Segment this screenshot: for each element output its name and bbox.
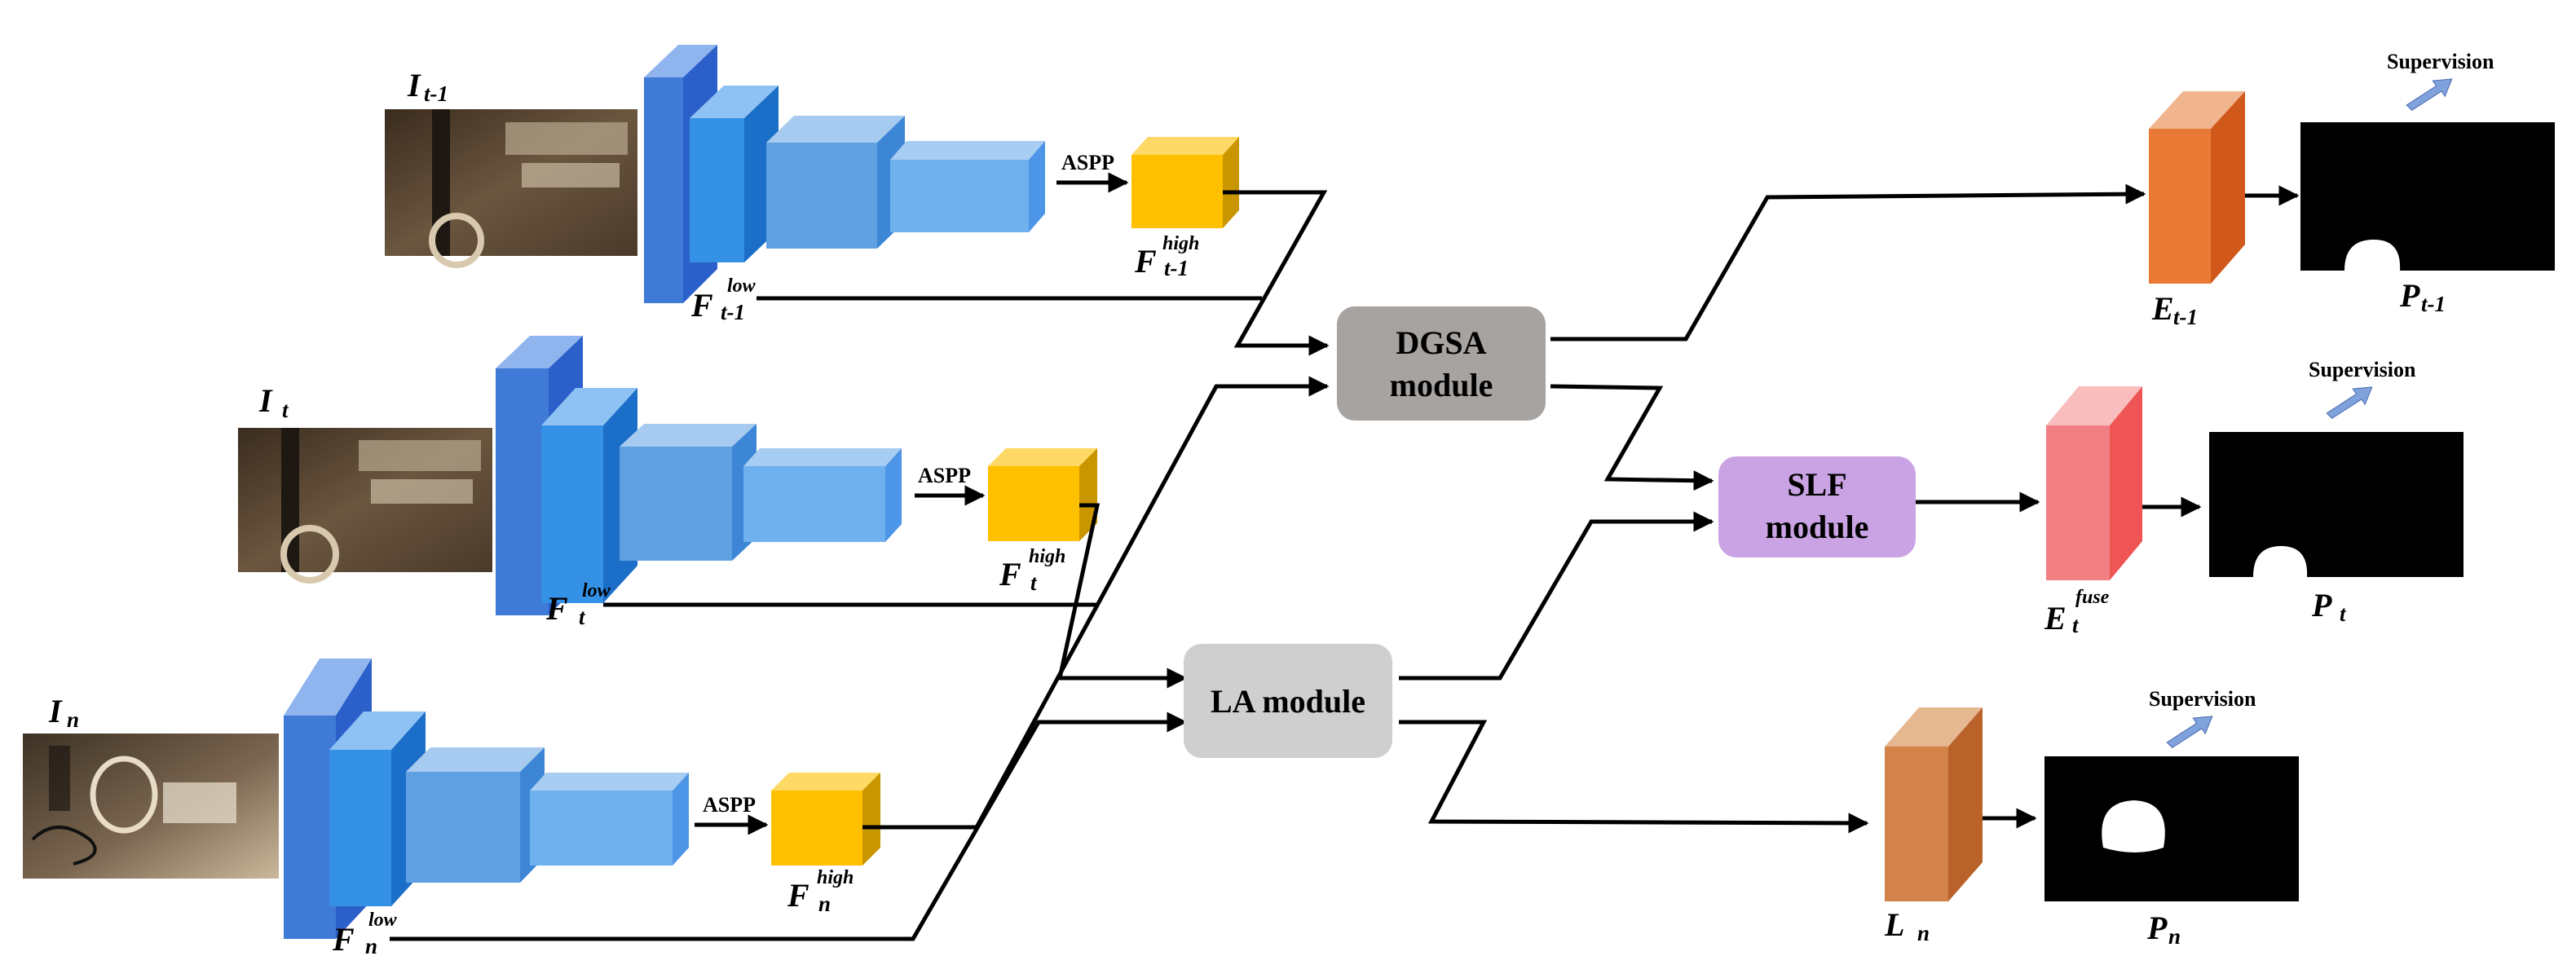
svg-text:n: n bbox=[67, 707, 79, 732]
svg-text:F: F bbox=[690, 287, 713, 324]
supervision-n: Supervision bbox=[2149, 687, 2256, 748]
svg-text:fuse: fuse bbox=[2075, 587, 2110, 608]
l-n-cube bbox=[1885, 707, 1983, 901]
svg-text:low: low bbox=[727, 275, 756, 297]
svg-text:t-1: t-1 bbox=[424, 82, 448, 106]
label-f-low-n: F low n bbox=[332, 910, 398, 958]
supervision-arrow-icon bbox=[2166, 716, 2213, 748]
svg-text:low: low bbox=[368, 910, 398, 931]
label-l-n: L n bbox=[1884, 906, 1930, 945]
svg-text:LA module: LA module bbox=[1211, 683, 1365, 720]
label-f-high-t-1: F high t-1 bbox=[1134, 233, 1199, 280]
label-p-n: P n bbox=[2146, 910, 2181, 949]
encoder-block-t-1 bbox=[644, 45, 1045, 303]
svg-text:ASPP: ASPP bbox=[918, 464, 971, 487]
svg-text:P: P bbox=[2146, 910, 2168, 946]
svg-text:SLF: SLF bbox=[1787, 466, 1846, 503]
svg-text:n: n bbox=[365, 934, 377, 958]
label-image-t: I t bbox=[258, 382, 289, 422]
aspp-arrow-t-1: ASPP bbox=[1056, 151, 1129, 193]
svg-text:I: I bbox=[258, 382, 273, 419]
svg-text:Supervision: Supervision bbox=[2149, 687, 2256, 711]
aspp-cube-n bbox=[771, 773, 880, 866]
svg-text:high: high bbox=[817, 867, 854, 888]
svg-text:module: module bbox=[1390, 367, 1493, 403]
svg-text:t-1: t-1 bbox=[2173, 305, 2198, 329]
label-f-low-t-1: F low t-1 bbox=[690, 275, 756, 324]
label-image-n: I n bbox=[48, 693, 79, 732]
svg-text:F: F bbox=[999, 556, 1021, 593]
slf-module: SLF module bbox=[1718, 456, 1916, 557]
label-f-high-t: F high t bbox=[999, 546, 1065, 595]
svg-text:L: L bbox=[1884, 906, 1904, 943]
input-image-t bbox=[238, 428, 492, 584]
svg-text:ASPP: ASPP bbox=[703, 793, 756, 817]
svg-text:Supervision: Supervision bbox=[2387, 50, 2494, 73]
svg-text:low: low bbox=[582, 580, 611, 601]
svg-text:t-1: t-1 bbox=[1164, 256, 1189, 280]
svg-text:high: high bbox=[1029, 546, 1065, 567]
svg-text:DGSA: DGSA bbox=[1396, 324, 1486, 361]
svg-text:ASPP: ASPP bbox=[1061, 151, 1114, 174]
input-image-t-1 bbox=[385, 109, 637, 268]
label-p-t: P t bbox=[2311, 587, 2347, 626]
svg-text:P: P bbox=[2399, 277, 2420, 314]
la-module: LA module bbox=[1184, 644, 1392, 758]
aspp-cube-t-1 bbox=[1131, 137, 1239, 228]
svg-text:t: t bbox=[2072, 613, 2080, 637]
label-e-fuse: E fuse t bbox=[2044, 587, 2110, 637]
svg-text:t: t bbox=[1030, 570, 1038, 595]
svg-text:n: n bbox=[818, 892, 831, 916]
svg-text:t: t bbox=[579, 605, 586, 629]
input-image-n bbox=[23, 734, 279, 879]
aspp-cube-t bbox=[988, 448, 1097, 541]
svg-text:F: F bbox=[545, 590, 568, 627]
encoder-block-t bbox=[496, 336, 902, 615]
svg-text:I: I bbox=[407, 67, 421, 104]
label-p-prev: P t-1 bbox=[2399, 277, 2446, 316]
supervision-prev: Supervision bbox=[2387, 50, 2494, 111]
mask-p-prev bbox=[2300, 122, 2555, 271]
mask-p-t bbox=[2209, 432, 2464, 577]
svg-text:t: t bbox=[2340, 601, 2347, 626]
svg-text:E: E bbox=[2151, 290, 2174, 327]
svg-text:I: I bbox=[48, 693, 63, 729]
dgsa-module: DGSA module bbox=[1337, 306, 1546, 421]
mask-p-n bbox=[2044, 756, 2299, 901]
aspp-arrow-n: ASPP bbox=[695, 793, 769, 835]
svg-text:F: F bbox=[787, 877, 809, 914]
svg-text:t: t bbox=[282, 398, 289, 422]
svg-text:P: P bbox=[2311, 587, 2332, 623]
svg-text:E: E bbox=[2044, 600, 2067, 637]
svg-text:n: n bbox=[1917, 921, 1930, 945]
label-image-t-1: I t-1 bbox=[407, 67, 448, 106]
svg-text:t-1: t-1 bbox=[721, 300, 745, 324]
svg-text:t-1: t-1 bbox=[2421, 292, 2446, 316]
svg-text:F: F bbox=[1134, 243, 1157, 280]
supervision-arrow-icon bbox=[2326, 386, 2373, 419]
svg-text:module: module bbox=[1766, 509, 1869, 545]
label-e-prev: E t-1 bbox=[2151, 290, 2198, 329]
svg-text:F: F bbox=[332, 921, 355, 958]
label-f-high-n: F high n bbox=[787, 867, 854, 916]
svg-text:n: n bbox=[2168, 924, 2181, 949]
encoder-block-n bbox=[284, 659, 689, 939]
svg-text:high: high bbox=[1162, 233, 1199, 254]
connector-wires bbox=[390, 183, 2300, 941]
svg-text:Supervision: Supervision bbox=[2309, 358, 2416, 381]
label-f-low-t: F low t bbox=[545, 580, 611, 629]
e-fuse-cube bbox=[2046, 386, 2142, 580]
supervision-t: Supervision bbox=[2309, 358, 2416, 419]
aspp-arrow-t: ASPP bbox=[915, 464, 986, 506]
e-prev-cube bbox=[2149, 91, 2245, 284]
supervision-arrow-icon bbox=[2406, 78, 2453, 111]
